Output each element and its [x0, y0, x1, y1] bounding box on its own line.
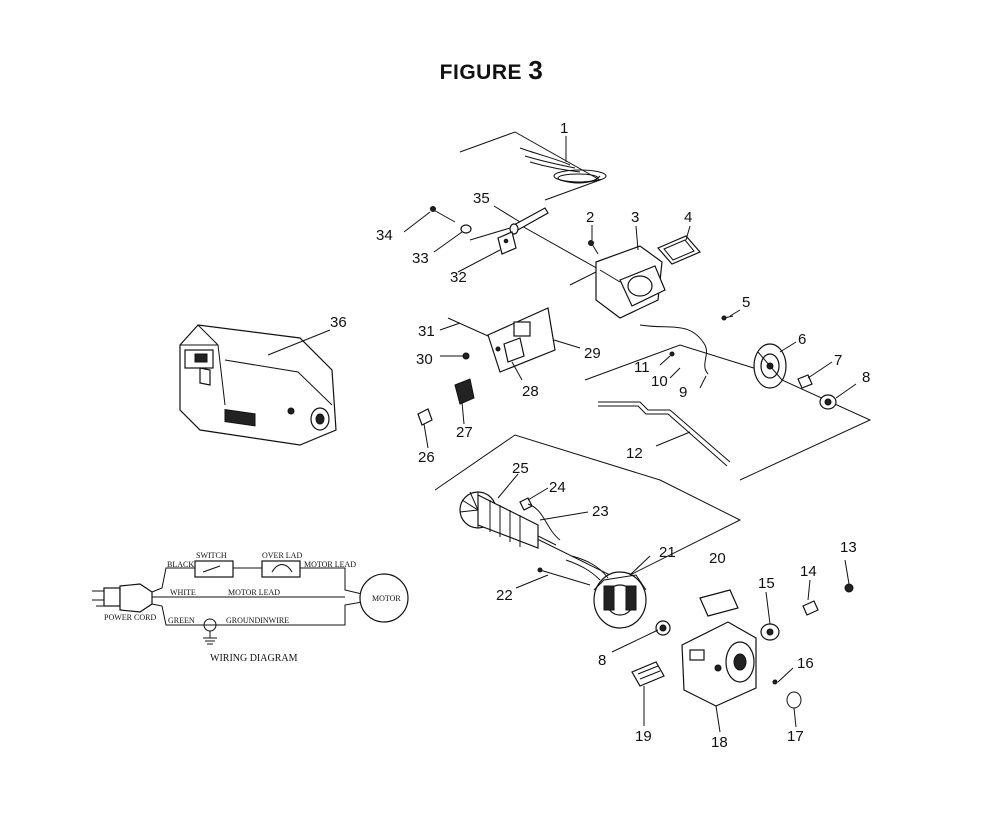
- part-11-screw: [669, 351, 675, 357]
- part-6-end-bell: [753, 343, 787, 389]
- wire-label-black: BLACK: [167, 560, 194, 569]
- callout-29: 29: [584, 345, 601, 362]
- callout-1: 1: [560, 120, 568, 137]
- callout-8: 8: [862, 369, 870, 386]
- label-motor-lead-top: MOTOR LEAD: [304, 560, 356, 569]
- callout-26: 26: [418, 449, 435, 466]
- label-ground-wire: GROUNDINWIRE: [226, 616, 289, 625]
- switch-symbol: [194, 560, 234, 578]
- part-20-label: [699, 589, 739, 617]
- callout-24: 24: [549, 479, 566, 496]
- callout-4: 4: [684, 209, 692, 226]
- callout-27: 27: [456, 424, 473, 441]
- callout-31: 31: [418, 323, 435, 340]
- callout-16: 16: [797, 655, 814, 672]
- part-19-vent-plate: [631, 661, 665, 687]
- callout-19: 19: [635, 728, 652, 745]
- part-5-screw: [721, 315, 734, 321]
- part-25-armature: [459, 491, 557, 549]
- part-9-lead: [639, 324, 709, 375]
- label-overload: OVER LAD: [262, 551, 302, 560]
- part-3-housing: [595, 245, 666, 319]
- wire-label-white: WHITE: [170, 588, 196, 597]
- callout-14: 14: [800, 563, 817, 580]
- label-power-cord: POWER CORD: [104, 613, 156, 622]
- part-13-cap: [844, 583, 854, 593]
- callout-11: 11: [634, 359, 650, 376]
- label-motor-lead-mid: MOTOR LEAD: [228, 588, 280, 597]
- part-33-washer: [460, 224, 472, 234]
- callout-21: 21: [659, 544, 676, 561]
- power-plug-icon: [92, 583, 153, 613]
- callout-36: 36: [330, 314, 347, 331]
- callout-15: 15: [758, 575, 775, 592]
- part-27-switch-knob: [454, 378, 475, 405]
- part-17-ring: [786, 691, 802, 709]
- part-2-screw: [588, 240, 599, 255]
- part-35-shaft: [509, 207, 549, 235]
- callout-leader-lines: [267, 136, 857, 733]
- callout-numbers: 1 2 3 4 5 6 7 8 9 10 11 12 13 14 15 16 1…: [330, 120, 870, 751]
- part-32-bracket: [497, 231, 517, 255]
- callout-13: 13: [840, 539, 857, 556]
- figure-title-word: FIGURE: [439, 61, 523, 84]
- callout-7: 7: [834, 352, 842, 369]
- callout-17: 17: [787, 728, 804, 745]
- part-22-screw: [537, 567, 591, 586]
- label-switch: SWITCH: [196, 551, 227, 560]
- part-34-screw: [429, 206, 456, 223]
- callout-22: 22: [496, 587, 513, 604]
- part-23-brush-lead: [527, 503, 561, 541]
- part-8-bearing-bottom: [655, 620, 671, 636]
- callout-32: 32: [450, 269, 467, 286]
- part-26-knob: [417, 408, 433, 426]
- callout-23: 23: [592, 503, 609, 520]
- callout-33: 33: [412, 250, 429, 267]
- callout-20: 20: [709, 550, 726, 567]
- part-31-wire: [447, 317, 489, 337]
- callout-25: 25: [512, 460, 529, 477]
- part-1-wire-harness: [519, 147, 607, 184]
- callout-5: 5: [742, 294, 750, 311]
- callout-3: 3: [631, 209, 639, 226]
- callout-6: 6: [798, 331, 806, 348]
- motor-symbol: [359, 573, 409, 623]
- callout-30: 30: [416, 351, 433, 368]
- overload-symbol: [261, 560, 301, 578]
- wiring-diagram: BLACK SWITCH OVER LAD MOTOR LEAD WHITE M…: [92, 551, 409, 664]
- label-motor: MOTOR: [372, 594, 401, 603]
- figure-title-number: 3: [528, 55, 544, 85]
- part-8-bearing-top: [819, 394, 837, 410]
- part-29-switch-plate: [487, 307, 556, 373]
- callout-12: 12: [626, 445, 643, 462]
- part-4-filter: [657, 235, 701, 265]
- part-21-field: [565, 555, 647, 629]
- ground-icon: [203, 618, 217, 645]
- callout-18: 18: [711, 734, 728, 751]
- callout-34: 34: [376, 227, 393, 244]
- part-30-nut: [462, 352, 470, 360]
- part-16-screw: [772, 679, 778, 685]
- part-36-motor-housing-assembly: [179, 324, 337, 446]
- callout-28: 28: [522, 383, 539, 400]
- part-12-rod: [598, 401, 731, 467]
- part-18-motor-housing: [681, 621, 757, 707]
- wiring-diagram-title: WIRING DIAGRAM: [210, 653, 298, 664]
- part-24-brush-cap: [519, 497, 533, 511]
- callout-9: 9: [679, 384, 687, 401]
- figure-title: FIGURE 3: [0, 55, 983, 86]
- part-14-bushing: [802, 600, 819, 616]
- callout-8-lower: 8: [598, 652, 606, 669]
- callout-35: 35: [473, 190, 490, 207]
- callout-2: 2: [586, 209, 594, 226]
- wire-label-green: GREEN: [168, 616, 195, 625]
- part-28-switch-parts: [503, 337, 525, 363]
- callout-10: 10: [651, 373, 668, 390]
- part-15-fitting: [760, 623, 780, 641]
